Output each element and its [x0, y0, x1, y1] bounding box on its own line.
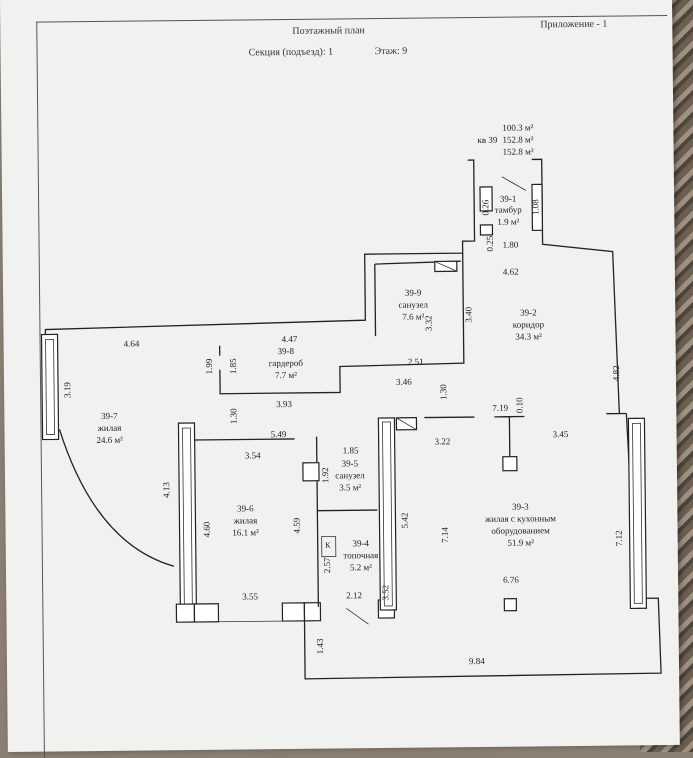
- room-39-3-id: 39-3: [465, 502, 575, 513]
- window-bay-left: [42, 334, 59, 439]
- tambour-door-swing: [502, 177, 526, 191]
- dim-2-12: 2.12: [346, 591, 362, 601]
- dim-3-93: 3.93: [276, 400, 292, 410]
- room-39-1-name: тамбур: [488, 205, 528, 215]
- room-39-8-id: 39-8: [256, 347, 316, 357]
- boiler-marker: К: [322, 542, 334, 551]
- room-39-9-id: 39-9: [388, 288, 438, 298]
- room-39-5-name: санузел: [325, 471, 375, 481]
- dim-1-99: 1.99: [205, 359, 215, 375]
- room-39-2-id: 39-2: [498, 308, 558, 318]
- wall-39-3-top: [424, 417, 474, 418]
- column-block-1: [176, 604, 194, 622]
- dim-3-22: 3.22: [435, 437, 451, 447]
- room-39-1-area: 1.9 м²: [488, 217, 528, 227]
- room-39-2-name: коридор: [498, 320, 558, 330]
- room-39-6-name: жилая: [220, 516, 270, 526]
- dim-1-85-b: 1.85: [343, 446, 359, 456]
- dim-3-32: 3.32: [424, 315, 434, 331]
- room-39-5-area: 3.5 м²: [325, 483, 375, 493]
- dim-7-19: 7.19: [492, 404, 508, 414]
- dim-1-30-a: 1.30: [229, 408, 239, 424]
- room-39-5-id: 39-5: [325, 459, 375, 469]
- dim-3-40: 3.40: [464, 307, 474, 323]
- dim-3-19: 3.19: [63, 382, 73, 398]
- room-39-2-area: 34.3 м²: [499, 332, 559, 342]
- room-39-1-id: 39-1: [488, 194, 528, 204]
- dim-1-30-b: 1.30: [439, 384, 449, 400]
- dim-6-76: 6.76: [503, 576, 519, 586]
- dim-7-14: 7.14: [441, 527, 451, 543]
- room-39-8-area: 7.7 м²: [256, 371, 316, 381]
- dim-5-42: 5.42: [401, 513, 411, 529]
- dim-4-82: 4.82: [612, 365, 622, 381]
- dim-3-55: 3.55: [242, 592, 258, 602]
- bay-wall: [59, 428, 173, 567]
- column-block-3: [282, 603, 304, 621]
- dim-3-52: 3.52: [381, 585, 391, 601]
- apartment-area-1: 100.3 м²: [502, 123, 533, 133]
- room-39-7-id: 39-7: [84, 412, 134, 422]
- window-right: [628, 418, 646, 608]
- dim-5-49: 5.49: [271, 430, 287, 440]
- dim-7-12: 7.12: [615, 530, 625, 546]
- room-39-6-id: 39-6: [220, 504, 270, 514]
- outer-wall-right: [532, 159, 620, 415]
- column-39-3-bottom: [504, 599, 516, 611]
- dim-1-43: 1.43: [316, 638, 326, 654]
- floor-plan-drawing: [0, 0, 680, 752]
- dim-1-08: 1.08: [531, 199, 541, 215]
- room-39-3-name-line1: жилая с кухонным: [465, 514, 575, 525]
- room-39-4-area: 5.2 м²: [336, 563, 386, 573]
- dim-1-85-a: 1.85: [229, 358, 239, 374]
- dim-1-92: 1.92: [321, 467, 331, 483]
- door-39-4: [346, 608, 368, 624]
- column-small: [303, 463, 319, 481]
- dim-4-62: 4.62: [503, 268, 519, 278]
- apartment-area-3: 152.8 м²: [503, 147, 534, 157]
- dim-3-46: 3.46: [396, 378, 412, 388]
- wall-column-39-3: [378, 418, 396, 610]
- room-39-3-name-line2: оборудованием: [466, 526, 576, 537]
- room-39-6-area: 16.1 м²: [221, 528, 271, 538]
- dim-2-51: 2.51: [408, 358, 424, 368]
- room-39-9-name: санузел: [388, 300, 438, 310]
- column-39-3-center-base: [503, 457, 517, 471]
- room-39-3-area: 51.9 м²: [466, 538, 576, 549]
- room-39-7-name: жилая: [84, 424, 134, 434]
- dim-4-59: 4.59: [293, 518, 303, 534]
- dim-9-84: 9.84: [469, 657, 485, 667]
- dim-3-45: 3.45: [553, 430, 569, 440]
- column-block-2: [194, 604, 218, 622]
- room-39-8-name: гардероб: [256, 359, 316, 369]
- dim-4-47: 4.47: [282, 335, 298, 345]
- dim-0-25: 0.25: [486, 236, 496, 252]
- room-39-4-name: топочная: [336, 551, 386, 561]
- dim-4-13: 4.13: [162, 482, 172, 498]
- wall-39-9: [375, 261, 462, 336]
- apartment-number: кв 39: [477, 136, 497, 146]
- apartment-area-2: 152.8 м²: [502, 135, 533, 145]
- wall-column-39-6: [178, 423, 196, 618]
- dim-1-80: 1.80: [503, 241, 519, 251]
- room-39-7-area: 24.6 м²: [85, 436, 135, 446]
- dim-4-64: 4.64: [124, 340, 140, 350]
- floor-plan-sheet: Поэтажный план Приложение - 1 Секция (по…: [0, 0, 680, 752]
- dim-0-10: 0.10: [515, 397, 525, 413]
- dim-0-26: 0.26: [481, 200, 491, 216]
- dim-3-54: 3.54: [245, 451, 261, 461]
- dim-4-60: 4.60: [203, 522, 213, 538]
- room-39-4-id: 39-4: [336, 539, 386, 549]
- column-39-3-center: [494, 417, 524, 457]
- dim-2-57: 2.57: [323, 557, 333, 573]
